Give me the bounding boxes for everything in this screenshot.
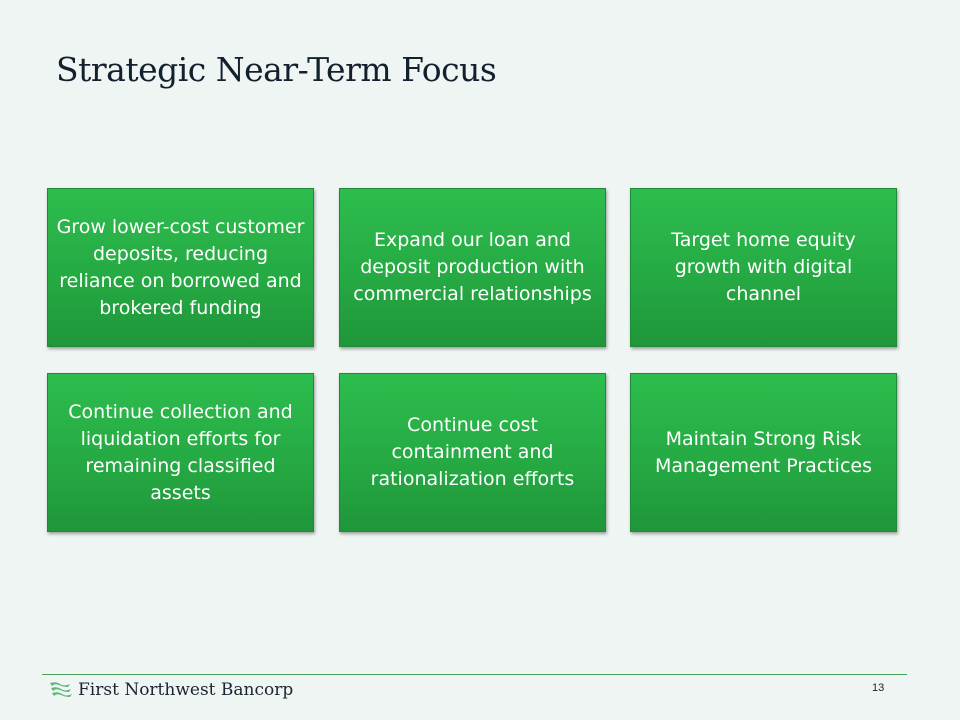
focus-box-text: Maintain Strong Risk Management Practice… (655, 427, 872, 477)
focus-box-risk: Maintain Strong Risk Management Practice… (630, 373, 897, 532)
focus-box-text: Continue collection and liquidation effo… (68, 400, 293, 504)
footer-divider (42, 674, 907, 675)
waves-flag-icon (50, 682, 72, 697)
focus-box-text: Continue cost containment and rationaliz… (370, 414, 575, 490)
page-number: 13 (872, 682, 885, 694)
focus-box-cost: Continue cost containment and rationaliz… (339, 373, 606, 532)
focus-box-loans: Expand our loan and deposit production w… (339, 188, 606, 347)
company-name: First Northwest Bancorp (78, 680, 294, 700)
focus-box-text: Expand our loan and deposit production w… (353, 229, 592, 305)
focus-box-deposits: Grow lower-cost customer deposits, reduc… (47, 188, 314, 347)
focus-box-text: Grow lower-cost customer deposits, reduc… (56, 215, 305, 319)
company-logo: First Northwest Bancorp (48, 680, 293, 700)
focus-box-text: Target home equity growth with digital c… (671, 229, 856, 305)
focus-box-home-equity: Target home equity growth with digital c… (630, 188, 897, 347)
focus-box-collection: Continue collection and liquidation effo… (47, 373, 314, 532)
slide-title: Strategic Near-Term Focus (56, 50, 497, 89)
